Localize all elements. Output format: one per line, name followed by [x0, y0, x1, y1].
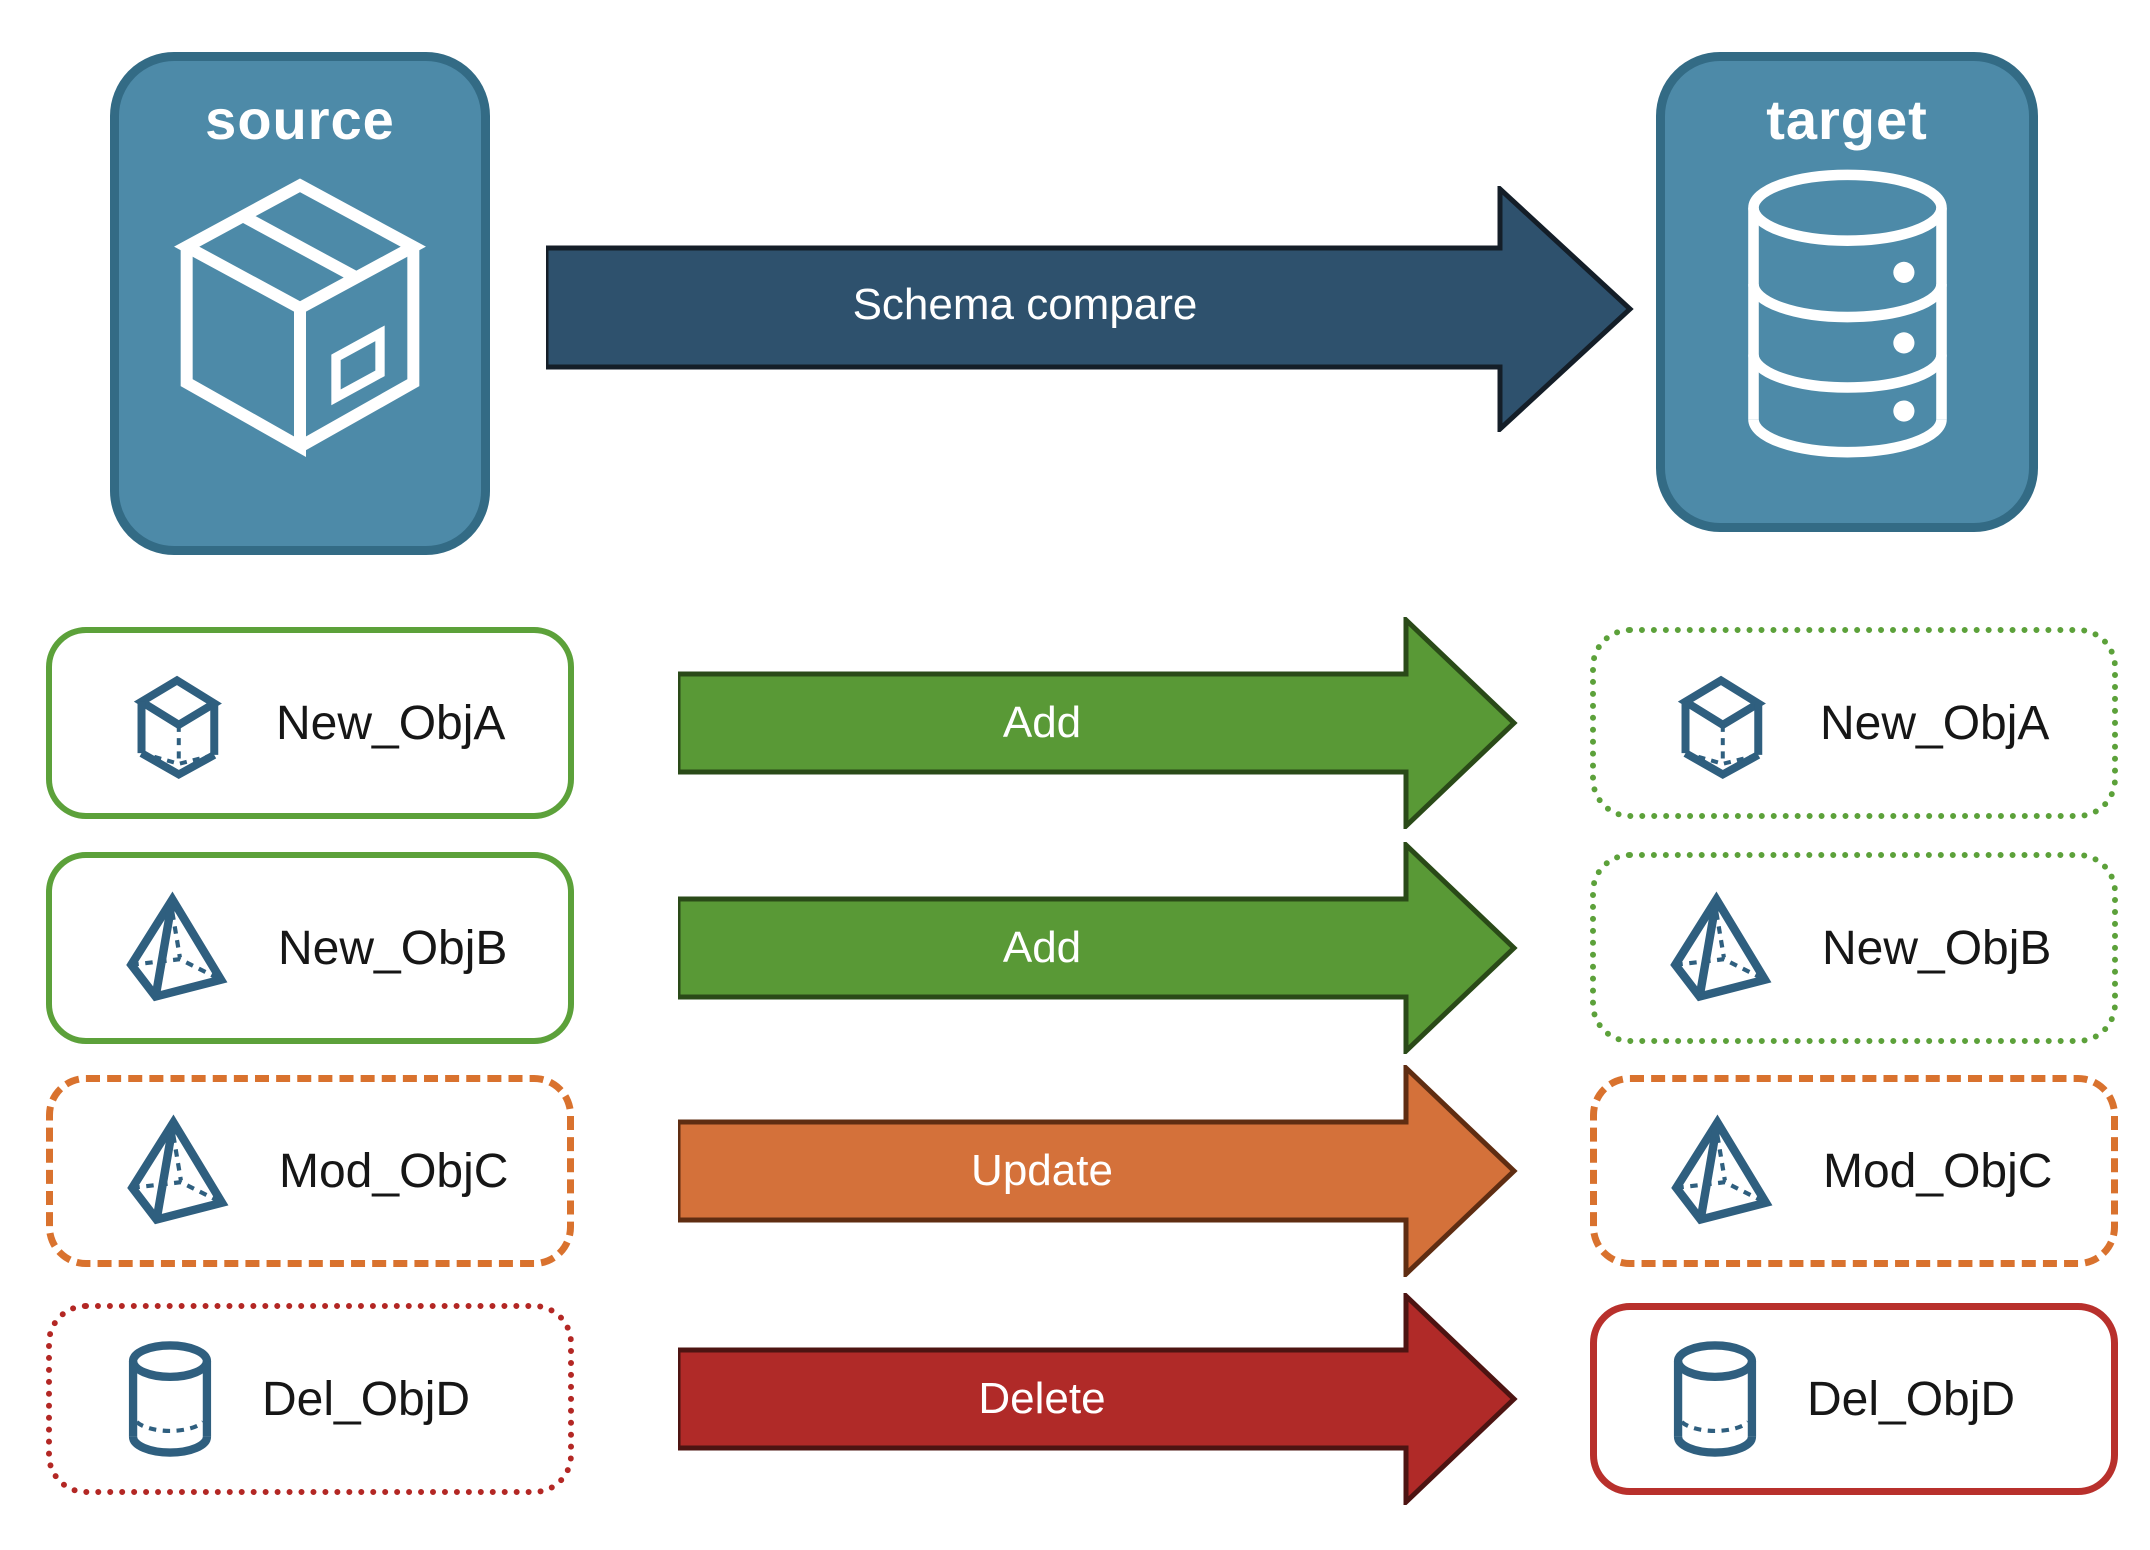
- delete-arrow-row4: [678, 1293, 1518, 1505]
- schema-compare-label: Schema compare: [852, 280, 1198, 329]
- object-label: Del_ObjD: [262, 1372, 471, 1426]
- pyramid-icon: [127, 1114, 229, 1225]
- target-object-box-new-objb: New_ObjB: [1590, 852, 2118, 1044]
- object-label: New_ObjA: [1820, 696, 2050, 750]
- cube-icon: [133, 675, 222, 780]
- target-node: target: [1656, 52, 2038, 532]
- source-node: source: [110, 52, 490, 555]
- object-label: New_ObjB: [1822, 921, 2052, 975]
- update-arrow-label-row3: Update: [971, 1146, 1113, 1195]
- pyramid-icon: [126, 891, 228, 1002]
- pyramid-icon: [1671, 1114, 1773, 1225]
- cylinder-icon: [128, 1341, 212, 1457]
- update-arrow-row3: [678, 1065, 1518, 1277]
- object-label: Mod_ObjC: [279, 1144, 509, 1198]
- cube-icon: [1677, 675, 1766, 780]
- target-object-box-mod-objc: Mod_ObjC: [1590, 1075, 2118, 1267]
- add-arrow-row2: [678, 842, 1518, 1054]
- target-title: target: [1766, 88, 1928, 151]
- pyramid-icon: [1670, 891, 1772, 1002]
- schema-compare-arrow: [546, 186, 1634, 432]
- add-arrow-label-row2: Add: [1002, 923, 1082, 972]
- source-object-box-del-objd: Del_ObjD: [46, 1303, 574, 1495]
- delete-arrow-label-row4: Delete: [978, 1374, 1106, 1423]
- target-object-box-new-obja: New_ObjA: [1590, 627, 2118, 819]
- object-label: New_ObjA: [276, 696, 506, 750]
- object-label: New_ObjB: [278, 921, 508, 975]
- package-icon: [174, 178, 426, 457]
- object-label: Del_ObjD: [1807, 1372, 2016, 1426]
- source-object-box-mod-objc: Mod_ObjC: [46, 1075, 574, 1267]
- object-label: Mod_ObjC: [1823, 1144, 2053, 1198]
- source-title: source: [205, 88, 395, 151]
- source-object-box-new-objb: New_ObjB: [46, 852, 574, 1044]
- target-object-box-del-objd: Del_ObjD: [1590, 1303, 2118, 1495]
- cylinder-icon: [1673, 1341, 1757, 1457]
- add-arrow-label-row1: Add: [1002, 698, 1082, 747]
- database-icon: [1747, 169, 1947, 458]
- source-object-box-new-obja: New_ObjA: [46, 627, 574, 819]
- add-arrow-row1: [678, 617, 1518, 829]
